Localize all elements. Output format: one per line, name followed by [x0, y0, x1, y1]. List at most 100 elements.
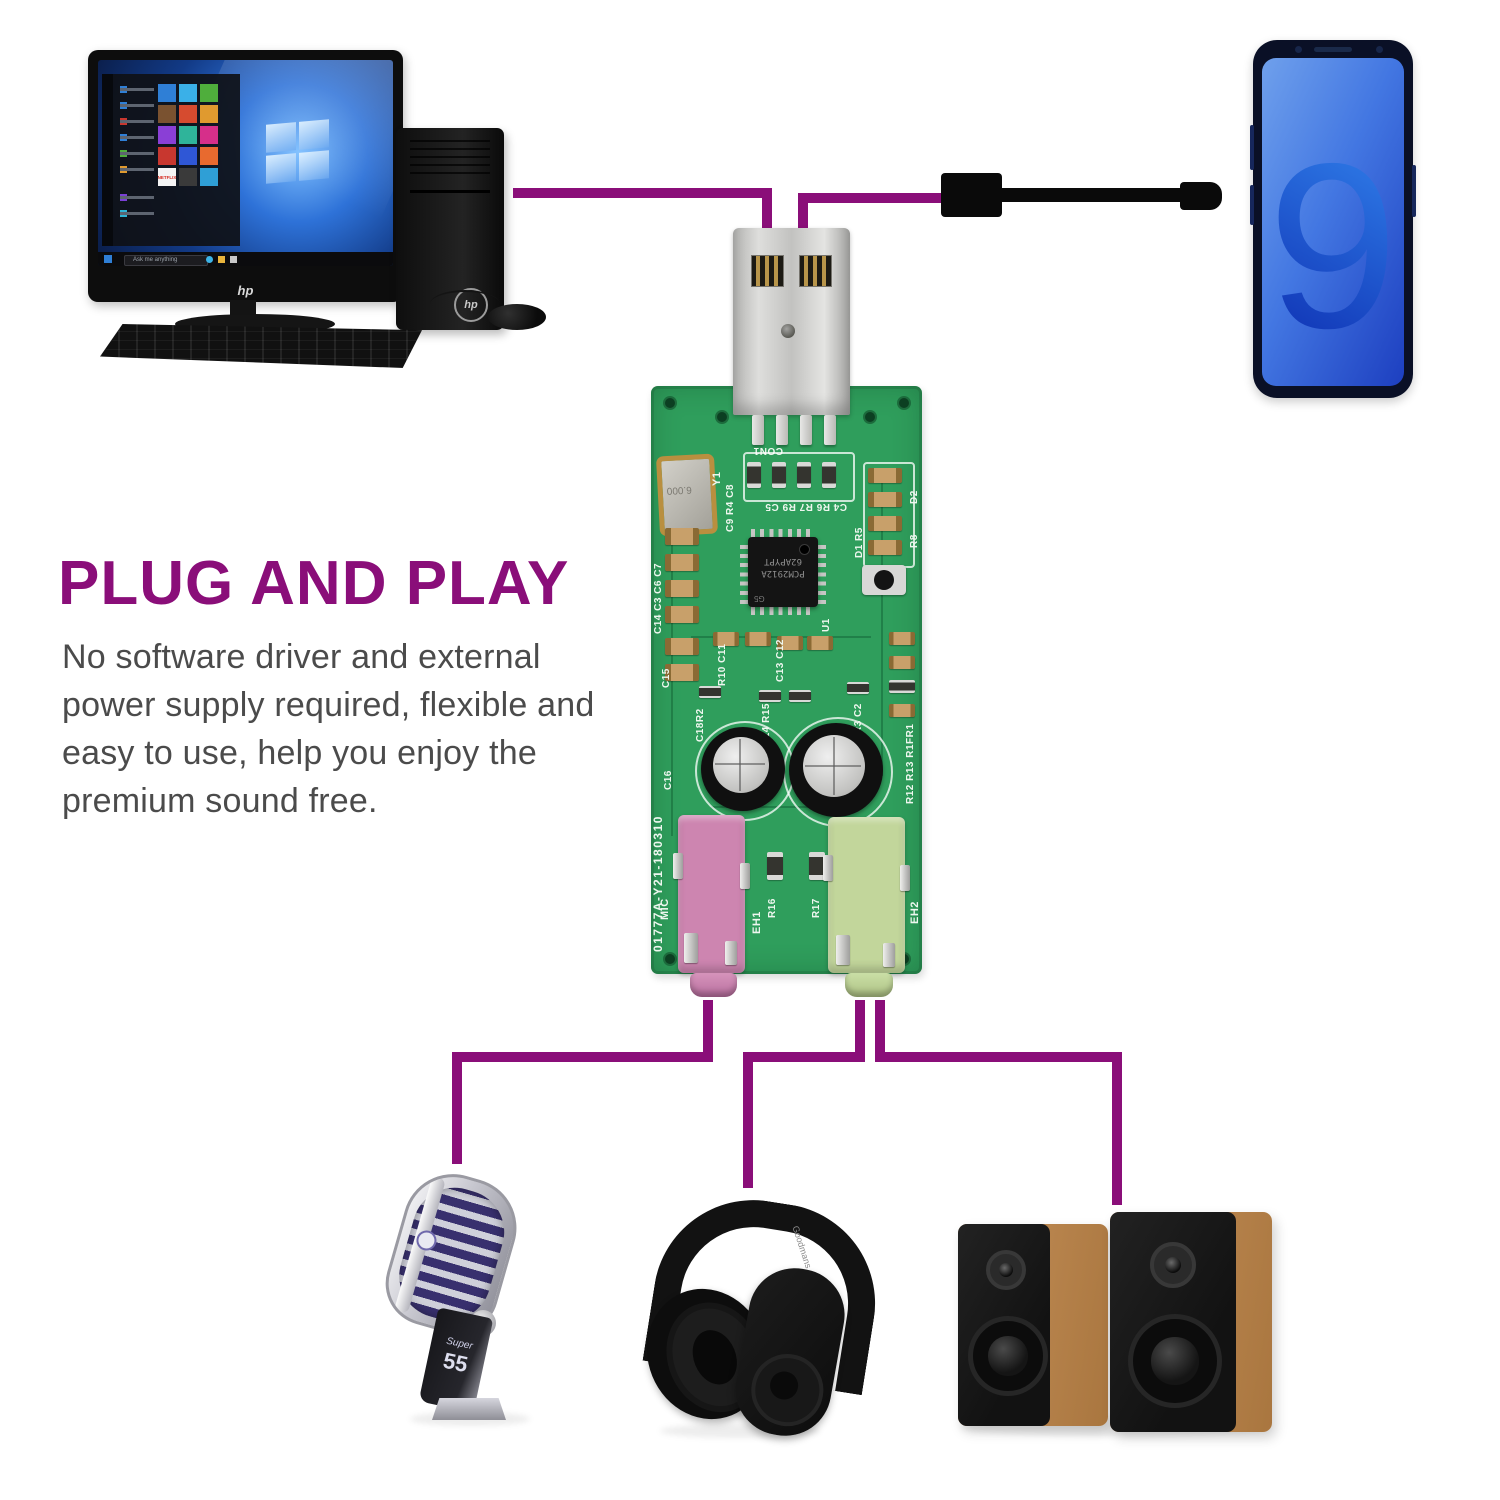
- usb-solder-pin: [824, 415, 836, 445]
- silk-right-col: R12 R13 R1FR1: [905, 723, 916, 804]
- electrolytic-capacitor: [701, 727, 785, 811]
- otg-cable-plug: [1180, 182, 1222, 210]
- silk-c18-r2: C18R2: [695, 708, 706, 742]
- usb-shell-hole: [781, 324, 795, 338]
- mouse-cable: [430, 290, 500, 318]
- headline-title: PLUG AND PLAY: [58, 549, 570, 618]
- connection-line-phone-horizontal: [798, 193, 946, 203]
- start-menu-icon-strip: [102, 74, 113, 246]
- silk-eh1: EH1: [751, 911, 763, 934]
- mic-jack-barrel: [690, 973, 737, 997]
- silk-c16: C16: [663, 770, 674, 790]
- speaker-right-baffle: [1110, 1212, 1236, 1432]
- crystal-frequency: 6.000: [666, 483, 693, 497]
- usb-plug: [733, 228, 850, 415]
- headphones-earcup-disc: [745, 1348, 830, 1432]
- mount-hole: [715, 410, 729, 424]
- mount-hole: [663, 396, 677, 410]
- taskbar: Ask me anything: [98, 252, 393, 266]
- crystal-oscillator: 6.000: [655, 453, 719, 537]
- mic-jack: [673, 815, 750, 973]
- windows-logo-icon: [266, 119, 330, 184]
- speaker-right-tweeter: [1150, 1242, 1196, 1288]
- chip-pin1-dot: [799, 544, 810, 555]
- phone-camera-dot: [1376, 46, 1383, 53]
- silk-c15: C15: [661, 668, 672, 688]
- silk-eh2: EH2: [909, 901, 921, 924]
- connection-line-mic-vertical: [452, 1052, 462, 1164]
- usb-solder-pin: [776, 415, 788, 445]
- start-menu: NETFLIX: [102, 74, 240, 246]
- speaker-right-woofer: [1128, 1314, 1222, 1408]
- connection-line-pc-vertical: [762, 188, 772, 230]
- mount-hole: [663, 952, 677, 966]
- phone-screen-digit: 9: [1262, 128, 1404, 363]
- connection-line-speaker-drop: [875, 1000, 885, 1062]
- keyboard: [100, 324, 422, 368]
- taskbar-icon: [230, 256, 237, 263]
- silk-d2: D2: [909, 490, 920, 504]
- start-button-icon: [104, 255, 112, 263]
- microphone-base: [432, 1398, 506, 1420]
- body-text-line: No software driver and external: [62, 638, 541, 676]
- phone-volume-button: [1250, 125, 1254, 170]
- mount-hole: [863, 410, 877, 424]
- otg-cable-connector: [941, 173, 1002, 217]
- speaker-left-baffle: [958, 1224, 1050, 1426]
- smartphone: 9: [1250, 40, 1416, 398]
- silk-left-col: C14 C3 C6 C7: [653, 562, 664, 634]
- silk-mic: MIC: [659, 898, 671, 920]
- chip-mark: G5: [754, 594, 765, 603]
- desktop-monitor: NETFLIX Ask me anything hp: [88, 50, 403, 302]
- silk-board-id: 01777A-Y21-180310: [651, 815, 665, 952]
- pcm2912a-chip: PCM2912A 62APYPT G5: [748, 537, 818, 607]
- monitor-screen: NETFLIX Ask me anything: [98, 60, 393, 266]
- tower-optical-slot: [410, 190, 490, 193]
- mount-hole: [897, 396, 911, 410]
- mouse: [488, 304, 546, 330]
- silk-r8: R8: [909, 534, 920, 548]
- monitor-brand-logo: hp: [237, 283, 254, 298]
- push-button: [862, 565, 906, 595]
- usb-slot: [799, 255, 832, 287]
- taskbar-icon: [218, 256, 225, 263]
- phone-earpiece: [1314, 47, 1352, 52]
- silk-row-left: C9 R4 C8: [725, 484, 736, 532]
- speaker-left: [958, 1224, 1108, 1426]
- silk-r10-c11: R10 C11: [717, 643, 728, 686]
- connection-line-speaker-vertical: [1112, 1052, 1122, 1205]
- silk-u1: U1: [821, 618, 832, 632]
- speaker-left-woofer: [968, 1316, 1048, 1396]
- connection-line-mic-horizontal: [452, 1052, 713, 1062]
- silk-c13-c12: C13 C12: [775, 639, 786, 682]
- netflix-tile-label: NETFLIX: [158, 174, 176, 180]
- otg-cable-wire: [1002, 188, 1180, 202]
- taskbar-icon: [206, 256, 213, 263]
- body-text-line: easy to use, help you enjoy the: [62, 734, 537, 772]
- headphone-jack: [823, 817, 910, 973]
- netflix-tile: NETFLIX: [158, 168, 176, 186]
- electrolytic-capacitor: [789, 723, 883, 817]
- chip-lot-code: 62APYPT: [764, 556, 802, 566]
- connection-line-speaker-horizontal: [875, 1052, 1122, 1062]
- tower-vents: [410, 140, 490, 174]
- body-text-line: premium sound free.: [62, 782, 378, 820]
- silk-y1: Y1: [711, 471, 723, 486]
- phone-power-button: [1412, 165, 1416, 217]
- body-text-line: power supply required, flexible and: [62, 686, 595, 724]
- usb-solder-pin: [752, 415, 764, 445]
- connection-line-headphone-vertical: [743, 1052, 753, 1188]
- silk-r17: R17: [811, 898, 822, 918]
- connection-line-headphone-drop: [855, 1000, 865, 1062]
- phone-screen: 9: [1262, 58, 1404, 386]
- usb-sound-card-pcb: CON1 6.000 Y1 PCM2912A 62APYPT: [651, 228, 922, 997]
- silk-r16: R16: [767, 898, 778, 918]
- chip-part-number: PCM2912A: [761, 568, 805, 578]
- connection-line-pc-horizontal: [513, 188, 772, 198]
- connection-line-mic-drop: [703, 1000, 713, 1062]
- silk-d1-r5: D1 R5: [854, 527, 865, 558]
- phone-bixby-button: [1250, 185, 1254, 225]
- silk-row-under: C4 R6 R7 R9 C5: [764, 501, 847, 512]
- usb-solder-pin: [800, 415, 812, 445]
